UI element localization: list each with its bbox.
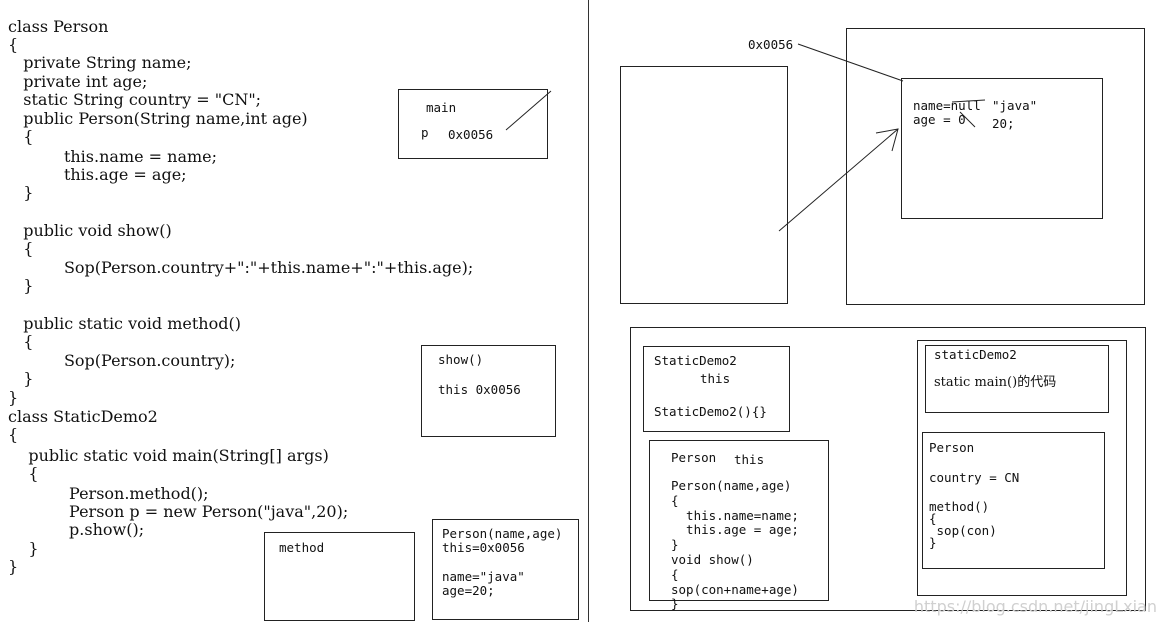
class-code-line: Person(name,age) <box>671 478 792 493</box>
code-line: } <box>8 539 39 558</box>
object-age-field: age = 0 <box>913 112 966 127</box>
static-country: country = CN <box>929 470 1020 485</box>
code-line: public void show() <box>8 221 172 240</box>
code-line: { <box>8 35 19 54</box>
class-this: this <box>734 452 765 467</box>
person-static-box: Person country = CN method(){ sop(con)} <box>922 432 1105 569</box>
code-line: private String name; <box>8 53 192 72</box>
stack-area-box <box>620 66 788 304</box>
watermark: https://blog.csdn.net/jingLxian <box>913 597 1157 616</box>
method-area-box <box>630 327 1146 611</box>
code-line: static String country = "CN"; <box>8 90 262 109</box>
class-code-line: sop(con+name+age) <box>671 581 799 597</box>
static-region-box <box>917 340 1127 596</box>
code-line: } <box>8 276 34 295</box>
code-line: } <box>8 557 19 576</box>
code-line: public static void method() <box>8 314 241 333</box>
staticdemo2-class-box: StaticDemo2 this StaticDemo2(){} <box>643 346 790 432</box>
code-line: { <box>8 239 34 258</box>
frame-title: method <box>279 540 325 555</box>
zero-strike <box>959 111 976 128</box>
class-title: StaticDemo2 <box>654 353 737 368</box>
object-age-new: 20; <box>992 116 1015 131</box>
class-title: Person <box>671 450 717 465</box>
static-title: staticDemo2 <box>934 347 1017 362</box>
class-code-line: { <box>671 492 679 508</box>
frame-name: name="java" <box>442 569 525 584</box>
frame-var-value: 0x0056 <box>448 127 494 142</box>
static-code-line: { <box>929 511 937 526</box>
static-code-line: } <box>929 535 937 550</box>
code-line: { <box>8 332 34 351</box>
frame-title: show() <box>438 352 484 367</box>
object-name-new: "java" <box>992 98 1038 113</box>
code-line: this.name = name; <box>8 147 218 166</box>
person-class-box: Person this Person(name,age){ this.name=… <box>649 440 829 611</box>
code-line: { <box>8 127 34 146</box>
code-line: } <box>8 388 19 407</box>
stack-frame-constructor: Person(name,age) this=0x0056 name="java"… <box>432 519 579 620</box>
static-title: Person <box>929 440 975 455</box>
frame-title: Person(name,age) <box>442 526 563 541</box>
heap-area-box <box>846 28 1145 305</box>
static-code-line: sop(con) <box>929 523 997 538</box>
code-line: } <box>8 183 34 202</box>
reference-arrow-head <box>875 128 899 152</box>
staticdemo2-static-box: staticDemo2 static main()的代码 <box>925 345 1109 413</box>
code-line: private int age; <box>8 72 148 91</box>
class-code-line: } <box>671 537 679 553</box>
code-line: Sop(Person.country+":"+this.name+":"+thi… <box>8 258 474 277</box>
stack-frame-main: main p 0x0056 <box>398 89 548 159</box>
code-line: public Person(String name,int age) <box>8 109 308 128</box>
null-strike <box>951 99 986 103</box>
code-line: Sop(Person.country); <box>8 351 236 370</box>
heap-address-label: 0x0056 <box>748 37 794 52</box>
stack-frame-show: show() this 0x0056 <box>421 345 556 437</box>
code-line: } <box>8 369 34 388</box>
panel-divider <box>588 0 589 622</box>
static-main-code: static main()的代码 <box>934 375 1057 390</box>
class-code-line: this.age = age; <box>671 522 799 538</box>
address-pointer <box>797 43 904 82</box>
static-code-line: method() <box>929 499 990 514</box>
pointer-stroke-main <box>505 90 552 131</box>
code-line: class StaticDemo2 <box>8 407 158 426</box>
code-line: this.age = age; <box>8 165 187 184</box>
code-line: { <box>8 464 39 483</box>
class-code-line: void show() <box>671 552 754 567</box>
class-code-line: { <box>671 566 679 582</box>
frame-var-name: p <box>421 125 429 140</box>
code-line: class Person <box>8 17 109 36</box>
code-line: public static void main(String[] args) <box>8 446 329 465</box>
code-line: Person p = new Person("java",20); <box>8 502 349 521</box>
class-code-line: this.name=name; <box>671 507 799 523</box>
frame-this: this 0x0056 <box>438 382 521 397</box>
class-this: this <box>700 371 731 386</box>
stack-frame-method: method <box>264 532 415 621</box>
class-code-line: } <box>671 596 679 612</box>
class-constructor: StaticDemo2(){} <box>654 404 767 419</box>
frame-title: main <box>426 100 457 115</box>
code-line: Person.method(); <box>8 484 209 503</box>
reference-arrow <box>778 128 899 232</box>
code-line: p.show(); <box>8 520 145 539</box>
frame-age: age=20; <box>442 583 495 598</box>
code-line: { <box>8 425 19 444</box>
frame-this: this=0x0056 <box>442 540 525 555</box>
